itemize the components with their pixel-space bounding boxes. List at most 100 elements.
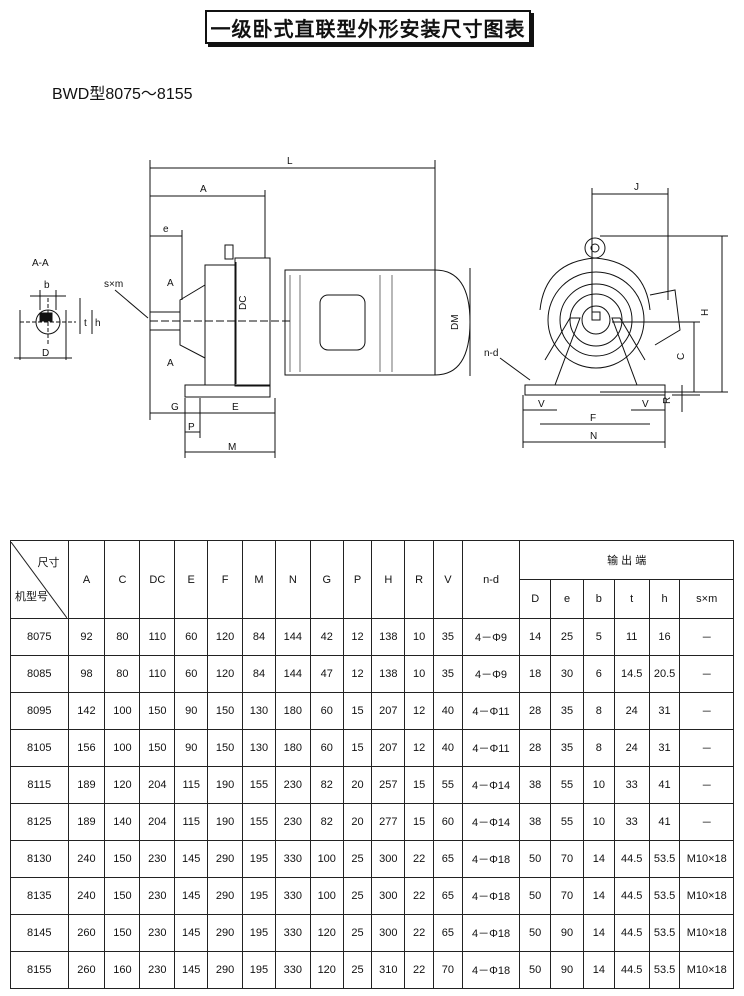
table-cell: 44.5 xyxy=(613,951,650,989)
table-cell: 138 xyxy=(371,655,406,693)
table-cell: 90 xyxy=(550,914,584,952)
front-view xyxy=(499,188,728,448)
table-cell: 115 xyxy=(174,803,209,841)
output-col-header: b xyxy=(582,579,615,619)
table-cell: 35 xyxy=(433,655,463,693)
table-cell: 150 xyxy=(104,840,141,878)
dim-V-left-label: V xyxy=(538,399,545,410)
table-cell: M10×18 xyxy=(679,840,734,878)
output-col-header: e xyxy=(550,579,584,619)
table-cell: 180 xyxy=(274,692,311,730)
output-col-header: s×m xyxy=(679,579,734,619)
corner-bottom-label: 机型号 xyxy=(15,590,48,603)
table-cell: 50 xyxy=(519,877,552,915)
table-cell: 28 xyxy=(519,729,552,767)
table-cell: 260 xyxy=(67,951,106,989)
table-cell: 53.5 xyxy=(648,914,681,952)
dim-h-label: h xyxy=(95,318,101,329)
table-cell: 22 xyxy=(404,914,435,952)
model-cell: 8145 xyxy=(10,914,69,952)
table-cell: 155 xyxy=(242,803,276,841)
corner-top-label: 尺寸 xyxy=(37,556,60,569)
table-cell: 120 xyxy=(207,655,244,693)
table-cell: 25 xyxy=(342,951,373,989)
table-cell: 100 xyxy=(309,840,344,878)
table-cell: 260 xyxy=(67,914,106,952)
table-cell: 44.5 xyxy=(613,914,650,952)
table-cell: 10 xyxy=(582,766,615,804)
table-cell: 150 xyxy=(139,692,176,730)
dim-DC-label: DC xyxy=(238,296,249,310)
table-cell: 6 xyxy=(582,655,615,693)
table-cell: 145 xyxy=(174,840,209,878)
table-cell: 130 xyxy=(242,729,276,767)
col-header: DC xyxy=(139,540,176,619)
table-cell: 140 xyxy=(104,803,141,841)
table-cell: 50 xyxy=(519,951,552,989)
table-cell: 290 xyxy=(207,951,244,989)
dim-E-label: E xyxy=(232,402,239,413)
table-header-row-2: D e b t h s×m xyxy=(11,579,734,619)
table-cell: 24 xyxy=(613,729,650,767)
table-cell: － xyxy=(679,729,734,767)
table-cell: 4－Φ11 xyxy=(461,729,521,767)
table-cell: 195 xyxy=(242,840,276,878)
table-cell: 4－Φ14 xyxy=(461,766,521,804)
col-header: A xyxy=(67,540,106,619)
dim-M-label: M xyxy=(228,442,236,453)
table-cell: 15 xyxy=(342,692,373,730)
table-cell: 290 xyxy=(207,840,244,878)
table-cell: 33 xyxy=(613,766,650,804)
table-cell: 53.5 xyxy=(648,840,681,878)
table-cell: 25 xyxy=(550,618,584,656)
dim-F-label: F xyxy=(590,413,596,424)
table-cell: 25 xyxy=(342,840,373,878)
table-cell: 12 xyxy=(404,729,435,767)
model-cell: 8105 xyxy=(10,729,69,767)
table-cell: 33 xyxy=(613,803,650,841)
dim-H-label: H xyxy=(700,309,711,316)
dim-e-label: e xyxy=(163,224,169,235)
table-cell: 22 xyxy=(404,840,435,878)
table-cell: 20 xyxy=(342,803,373,841)
table-cell: 84 xyxy=(242,618,276,656)
table-cell: 8 xyxy=(582,692,615,730)
col-header: E xyxy=(174,540,209,619)
model-cell: 8130 xyxy=(10,840,69,878)
table-cell: 8 xyxy=(582,729,615,767)
col-header: P xyxy=(342,540,373,619)
section-mark-top: A xyxy=(167,278,174,289)
table-cell: 4－Φ11 xyxy=(461,692,521,730)
table-cell: 31 xyxy=(648,692,681,730)
table-cell: 195 xyxy=(242,914,276,952)
dim-b-label: b xyxy=(44,280,50,291)
table-cell: 110 xyxy=(139,655,176,693)
table-cell: 230 xyxy=(274,766,311,804)
table-header-row-1: 尺寸 机型号 A C DC E F M N G P H R V n-d 输 出 … xyxy=(10,540,734,619)
table-cell: 204 xyxy=(139,803,176,841)
table-cell: 31 xyxy=(648,729,681,767)
table-cell: 22 xyxy=(404,951,435,989)
table-cell: 70 xyxy=(433,951,463,989)
col-header: G xyxy=(309,540,344,619)
table-cell: 120 xyxy=(104,766,141,804)
table-cell: 330 xyxy=(274,877,311,915)
table-cell: 55 xyxy=(550,803,584,841)
table-cell: 120 xyxy=(309,951,344,989)
table-cell: 290 xyxy=(207,914,244,952)
output-col-header: h xyxy=(648,579,681,619)
table-cell: 90 xyxy=(174,692,209,730)
table-cell: 40 xyxy=(433,692,463,730)
table-cell: 22 xyxy=(404,877,435,915)
table-cell: 115 xyxy=(174,766,209,804)
table-cell: 10 xyxy=(404,618,435,656)
table-cell: 300 xyxy=(371,914,406,952)
dimension-table: 尺寸 机型号 A C DC E F M N G P H R V n-d 输 出 … xyxy=(10,540,734,989)
table-cell: 130 xyxy=(242,692,276,730)
